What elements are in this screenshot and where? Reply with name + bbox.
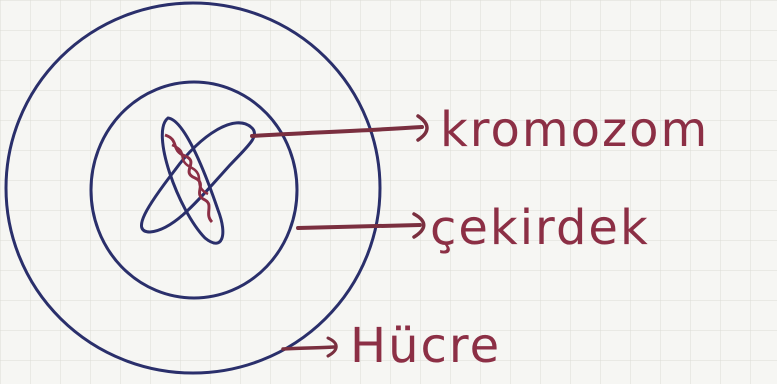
chromosome-label: kromozom: [440, 102, 709, 158]
nucleus-label: çekirdek: [430, 200, 650, 256]
cell-label: Hücre: [350, 318, 501, 374]
